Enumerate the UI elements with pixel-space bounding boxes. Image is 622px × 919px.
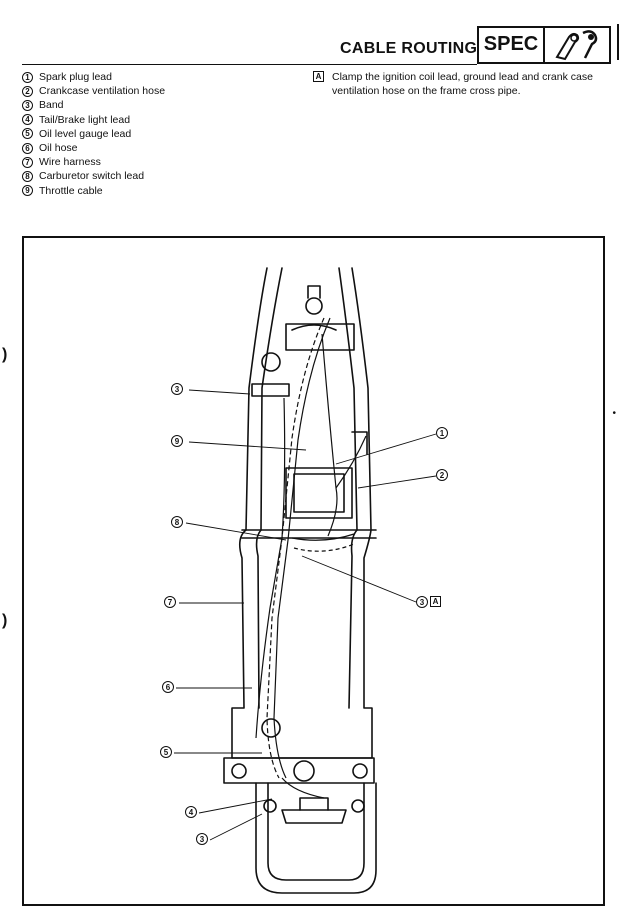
legend-label: Oil hose (39, 142, 78, 155)
page-edge-bar (617, 24, 619, 60)
legend-item: 4 Tail/Brake light lead (22, 113, 322, 127)
legend-number: 7 (22, 156, 33, 168)
callout-band: 3 (171, 383, 183, 395)
legend-item: 6 Oil hose (22, 141, 322, 155)
legend-label: Spark plug lead (39, 71, 112, 84)
cable-routing-figure: 3 9 1 2 8 3 A 7 6 5 4 3 (22, 236, 605, 906)
note-letter-box: A (313, 71, 324, 82)
callout-spark-plug-lead: 1 (436, 427, 448, 439)
header-rule (22, 64, 477, 65)
callout-band-rear: 3 (196, 833, 208, 845)
page-title: CABLE ROUTING (340, 40, 478, 57)
legend-number: 6 (22, 142, 33, 154)
page-header: CABLE ROUTING SPEC (0, 0, 622, 70)
clamp-note: A Clamp the ignition coil lead, ground l… (313, 70, 613, 98)
binder-mark: ) (2, 346, 8, 363)
legend-number: 3 (22, 99, 33, 111)
legend-label: Band (39, 99, 64, 112)
legend-label: Tail/Brake light lead (39, 113, 131, 126)
legend-number: 9 (22, 185, 33, 197)
note-text: Clamp the ignition coil lead, ground lea… (332, 71, 593, 97)
legend-number: 8 (22, 170, 33, 182)
callout-oil-level-gauge-lead: 5 (160, 746, 172, 758)
callout-crankcase-ventilation-hose: 2 (436, 469, 448, 481)
legend-item: 8 Carburetor switch lead (22, 169, 322, 183)
callout-oil-hose: 6 (162, 681, 174, 693)
legend-list: 1 Spark plug lead 2 Crankcase ventilation … (22, 70, 322, 198)
legend-item: 1 Spark plug lead (22, 70, 322, 84)
spec-badge-label: SPEC (479, 28, 545, 62)
legend-number: 5 (22, 128, 33, 140)
legend-item: 9 Throttle cable (22, 184, 322, 198)
callout-carburetor-switch-lead: 8 (171, 516, 183, 528)
legend-number: 1 (22, 71, 33, 83)
binder-mark: ) (2, 612, 8, 629)
legend-number: 2 (22, 85, 33, 97)
legend-label: Throttle cable (39, 184, 103, 197)
legend-item: 2 Crankcase ventilation hose (22, 84, 322, 98)
scan-speck: • (612, 408, 616, 419)
legend-label: Carburetor switch lead (39, 170, 145, 183)
legend-label: Wire harness (39, 156, 101, 169)
legend-label: Crankcase ventilation hose (39, 85, 166, 98)
callout-tail-brake-light-lead: 4 (185, 806, 197, 818)
caliper-wrench-icon (545, 28, 609, 62)
callout-band-clamp: 3 (416, 596, 428, 608)
callout-wire-harness: 7 (164, 596, 176, 608)
callout-clamp-letter: A (430, 596, 441, 607)
legend-label: Oil level gauge lead (39, 127, 132, 140)
spec-badge: SPEC (477, 26, 611, 64)
legend-item: 3 Band (22, 98, 322, 112)
frame-drawing (174, 267, 437, 894)
legend-item: 5 Oil level gauge lead (22, 127, 322, 141)
callout-throttle-cable: 9 (171, 435, 183, 447)
legend-number: 4 (22, 114, 33, 126)
legend-item: 7 Wire harness (22, 155, 322, 169)
